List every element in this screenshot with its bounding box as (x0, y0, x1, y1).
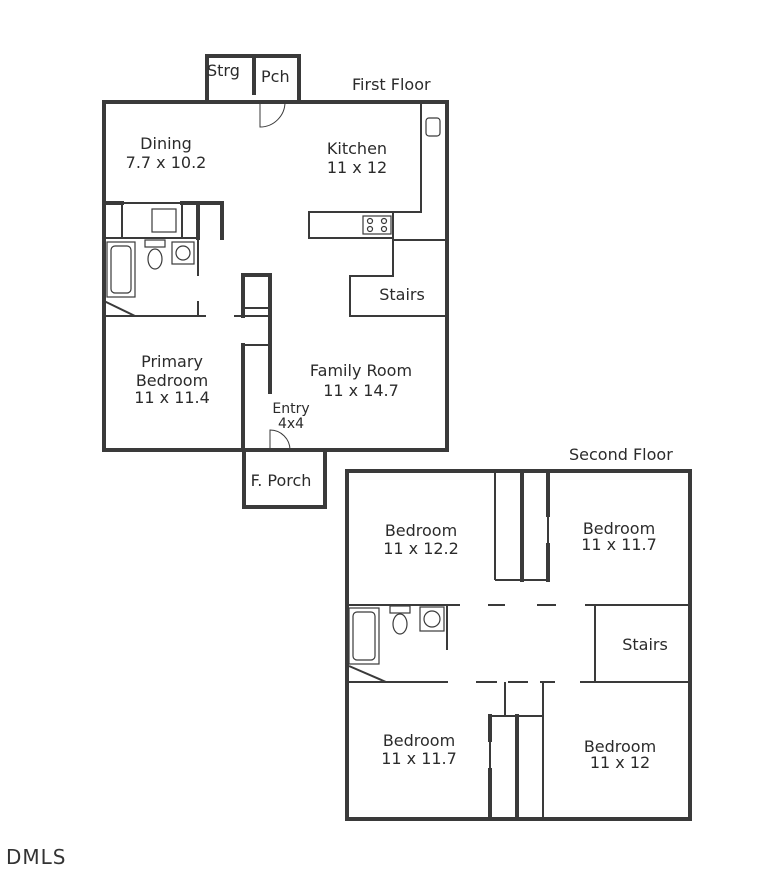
toilet-tank-icon (389, 605, 411, 614)
first-floor-outer-wall (102, 100, 449, 452)
bedroom-nw-name: Bedroom (385, 521, 457, 540)
dmls-logo: DMLS (6, 845, 67, 869)
family-room-name: Family Room (310, 361, 412, 380)
bathtub-basin-icon (352, 611, 376, 661)
kitchen-sink-icon (425, 117, 441, 137)
hall-closet-walls-bottom (488, 714, 519, 821)
family-room-size: 11 x 14.7 (323, 381, 399, 400)
second-floor: Second Floor Bedroom 11 x 12.2 Bedroom 1… (345, 445, 692, 821)
bedroom-se-size: 11 x 12 (590, 753, 650, 772)
bedroom-ne-name: Bedroom (583, 519, 655, 538)
toilet-bowl-icon (147, 248, 163, 270)
bedroom-nw-size: 11 x 12.2 (383, 539, 459, 558)
closet-column (241, 273, 272, 394)
first-floor: Strg Pch First Floor Dining 7.7 x 10.2 K… (102, 54, 449, 509)
stairs-label-second: Stairs (622, 635, 668, 654)
stove-icon (362, 215, 392, 235)
storage-label: Strg (207, 61, 240, 80)
burner-icon (366, 225, 374, 233)
kitchen-size: 11 x 12 (327, 158, 387, 177)
bathtub-basin-icon (110, 245, 132, 294)
front-porch-label: F. Porch (251, 471, 312, 490)
second-floor-title: Second Floor (569, 445, 673, 464)
bathroom-wall (104, 237, 199, 276)
closet-connector (504, 682, 544, 716)
burner-icon (366, 217, 374, 225)
entry-name: Entry (272, 401, 309, 417)
back-door (259, 101, 286, 128)
kitchen-name: Kitchen (327, 139, 387, 158)
toilet-bowl-icon (392, 613, 408, 635)
bedroom-ne-size: 11 x 11.7 (581, 535, 657, 554)
entry-door (269, 429, 291, 451)
burner-icon (380, 217, 388, 225)
primary-bedroom-size: 11 x 11.4 (134, 388, 210, 407)
bedroom-sw-size: 11 x 11.7 (381, 749, 457, 768)
closet-shelves (243, 307, 270, 346)
primary-bedroom-wall (102, 390, 245, 452)
bath-door-swing (103, 300, 136, 317)
stairs-enclosure-first (349, 239, 447, 317)
bedroom-se-name: Bedroom (584, 737, 656, 756)
front-porch-wall (242, 448, 327, 509)
closet-wall (180, 201, 224, 240)
dining-size: 7.7 x 10.2 (126, 153, 207, 172)
porch-label: Pch (261, 67, 290, 86)
primary-bedroom-name-1: Primary (141, 352, 203, 371)
bath-sink-basin-icon (423, 610, 441, 628)
entry-size: 4x4 (278, 416, 304, 432)
bath-door-swing (348, 665, 387, 683)
burner-icon (380, 225, 388, 233)
kitchen-counter (308, 102, 422, 239)
hall-closet-walls-top (520, 469, 550, 582)
toilet-tank-icon (144, 239, 166, 248)
vanity-sink-icon (151, 208, 177, 233)
dining-name: Dining (140, 134, 192, 153)
stairs-label-first: Stairs (379, 285, 425, 304)
primary-bedroom-name-2: Bedroom (136, 371, 208, 390)
bath-sink-basin-icon (175, 245, 191, 261)
first-floor-title: First Floor (352, 75, 431, 94)
bedroom-sw-name: Bedroom (383, 731, 455, 750)
